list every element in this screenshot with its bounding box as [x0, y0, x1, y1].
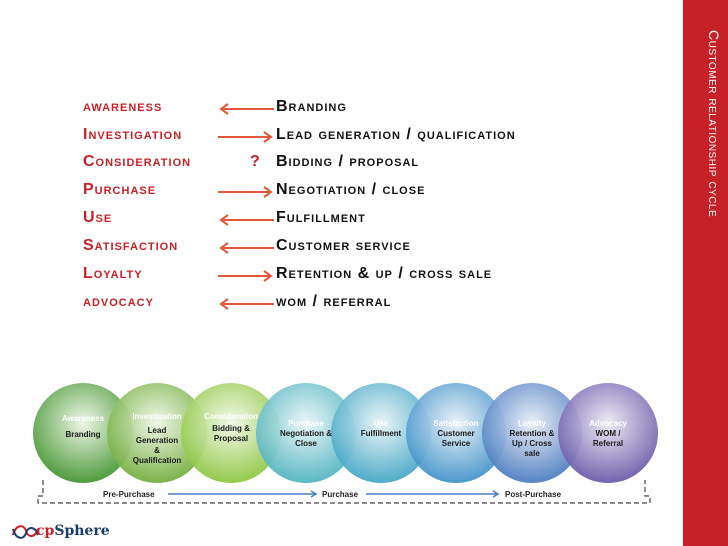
phase-arrowhead-icon	[310, 490, 318, 498]
cycle-circle	[331, 383, 431, 483]
cycle-sub: Customer Service	[437, 429, 475, 448]
activity-label: wom / referral	[276, 293, 392, 310]
cpsphere-logo-icon	[12, 525, 39, 539]
cycle-diagram	[33, 383, 658, 504]
cycle-sub: Negotiation & Close	[280, 429, 332, 448]
cycle-sub: Retention & Up / Cross sale	[509, 429, 555, 458]
logo-wordmark: cpSphere	[36, 523, 110, 539]
stage-label: awareness	[83, 98, 163, 115]
stage-label: Satisfaction	[83, 237, 179, 254]
stage-label: Purchase	[83, 181, 157, 198]
activity-label: Branding	[276, 98, 347, 115]
cycle-title: Purchase	[287, 419, 325, 428]
cycle-title: Loyalty	[517, 419, 546, 428]
cycle-sub: Lead Generation & Qualification	[132, 426, 182, 465]
logo-suffix: Sphere	[54, 523, 110, 539]
cycle-sub: Bidding & Proposal	[212, 424, 250, 443]
activity-label: Retention & up / cross sale	[276, 265, 493, 282]
cycle-circle	[107, 383, 207, 483]
cycle-title: Satisfaction	[433, 419, 479, 428]
cycle-label: Use Fulfillment	[349, 419, 413, 439]
cycle-label: Investigation Lead Generation & Qualific…	[124, 412, 190, 466]
activity-label: Negotiation / close	[276, 181, 426, 198]
cycle-sub: WOM / Referral	[592, 429, 624, 448]
activity-label: Lead generation / qualification	[276, 126, 516, 143]
cycle-label: Satisfaction Customer Service	[424, 419, 488, 449]
stage-label: advocacy	[83, 293, 154, 310]
arrow-right-icon	[218, 270, 273, 282]
cycle-label: Loyalty Retention & Up / Cross sale	[498, 419, 566, 459]
question-marker: ?	[250, 153, 260, 170]
cycle-label: Advocacy WOM / Referral	[578, 419, 638, 449]
sidebar-title: Customer relationship cycle	[706, 30, 722, 218]
cycle-title: Advocacy	[589, 419, 627, 428]
phase-bracket	[37, 480, 651, 504]
cycle-circle	[558, 383, 658, 483]
cycle-circle	[256, 383, 356, 483]
cycle-title: Awareness	[61, 414, 105, 423]
sidebar-band	[683, 0, 728, 546]
arrow-left-icon	[219, 214, 274, 226]
phase-post-purchase: Post-Purchase	[505, 490, 562, 499]
phase-purchase: Purchase	[322, 490, 359, 499]
stage-label: Use	[83, 209, 113, 226]
cycle-title: Investigation	[132, 412, 182, 421]
arrow-left-icon	[219, 242, 274, 254]
cycle-circle	[181, 383, 281, 483]
arrow-right-icon	[218, 131, 273, 143]
cycle-sub: Branding	[65, 430, 101, 439]
cycle-title: Consideration	[204, 412, 258, 421]
activity-label: Customer service	[276, 237, 411, 254]
stage-label: Investigation	[83, 126, 183, 143]
arrow-left-icon	[219, 103, 274, 115]
activity-label: Fulfillment	[276, 209, 366, 226]
cycle-label: Consideration Bidding & Proposal	[199, 412, 263, 444]
logo-prefix: cp	[36, 523, 55, 539]
cycle-circle	[482, 383, 582, 483]
stage-label: Loyalty	[83, 265, 143, 282]
activity-label: Bidding / proposal	[276, 153, 420, 170]
arrow-left-icon	[219, 298, 274, 310]
cycle-circle	[406, 383, 506, 483]
phase-pre-purchase: Pre-Purchase	[103, 490, 155, 499]
cycle-label: Purchase Negotiation & Close	[274, 419, 338, 449]
cycle-circle	[33, 383, 133, 483]
phase-arrowhead-icon	[492, 490, 500, 498]
arrow-right-icon	[218, 186, 273, 198]
cycle-title: Use	[373, 419, 389, 428]
stage-label: Consideration	[83, 153, 192, 170]
cycle-sub: Fulfillment	[360, 429, 402, 438]
cycle-label: Awareness Branding	[53, 414, 113, 440]
